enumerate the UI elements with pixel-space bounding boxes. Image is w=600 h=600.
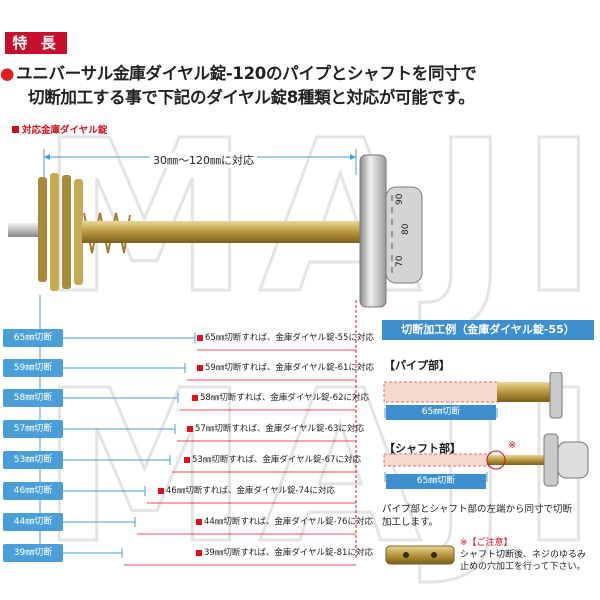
cut-note-53-text: 53㎜切断すれば、金庫ダイヤル錠-67に対応 xyxy=(192,455,361,465)
cut-label-44: 44㎜切断 xyxy=(3,513,63,531)
cut-label-53: 53㎜切断 xyxy=(3,451,63,469)
pipe xyxy=(82,221,367,243)
cut-note-65: 65㎜切断すれば、金庫ダイヤル錠-55に対応 xyxy=(197,331,374,343)
cut-note-58-text: 58㎜切断すれば、金庫ダイヤル錠-62に対応 xyxy=(200,393,369,403)
cut-note-44: 44㎜切断すれば、金庫ダイヤル錠-76に対応 xyxy=(196,515,373,527)
shaft-part-photo xyxy=(385,545,455,565)
dial-number-90: 90 xyxy=(395,193,405,205)
cut-label-59: 59㎜切断 xyxy=(3,359,63,377)
dial-number-70: 70 xyxy=(395,255,405,267)
note-square-icon xyxy=(192,394,198,401)
cut-note-57-text: 57㎜切断すれば、金庫ダイヤル錠-63に対応 xyxy=(195,424,364,434)
example-title: 切断加工例（金庫ダイヤル錠-55） xyxy=(382,320,594,340)
note-square-icon xyxy=(184,456,190,463)
headline-text-1: ユニバーサル金庫ダイヤル錠-120のパイプとシャフトを同寸で xyxy=(16,64,477,83)
note-square-icon xyxy=(197,334,203,341)
cut-note-44-text: 44㎜切断すれば、金庫ダイヤル錠-76に対応 xyxy=(204,517,373,527)
shaft-mm-box: 65㎜切断 xyxy=(386,474,486,489)
cut-row-lines xyxy=(63,333,356,566)
caution-line-2: 止めの穴加工を行って下さい。 xyxy=(460,562,586,572)
range-arrow-left-head xyxy=(44,154,50,160)
cut-note-39-text: 39㎜切断すれば、金庫ダイヤル錠-81に対応 xyxy=(204,548,373,558)
example-description-line-1: パイプ部とシャフト部の左端から同寸で切断 xyxy=(382,504,573,515)
note-square-icon xyxy=(158,487,164,494)
note-square-icon xyxy=(197,364,203,371)
cut-label-46: 46㎜切断 xyxy=(3,482,63,500)
cut-note-59-text: 59㎜切断すれば、金庫ダイヤル錠-61に対応 xyxy=(205,363,374,373)
cut-note-39: 39㎜切断すれば、金庫ダイヤル錠-81に対応 xyxy=(196,546,373,558)
headline-line-1: ●ユニバーサル金庫ダイヤル錠-120のパイプとシャフトを同寸で xyxy=(0,60,477,84)
note-square-icon xyxy=(187,425,193,432)
subtitle-text: 対応金庫ダイヤル錠 xyxy=(22,125,108,136)
dial-assembly: 90 80 70 xyxy=(359,154,423,308)
range-label: 30㎜〜120㎜に対応 xyxy=(150,152,257,168)
subtitle-square-icon xyxy=(12,126,19,133)
headline-line-2: 切断加工する事で下記のダイヤル錠8種類と対応が可能です。 xyxy=(28,88,475,107)
cut-note-53: 53㎜切断すれば、金庫ダイヤル錠-67に対応 xyxy=(184,453,361,465)
cut-label-57: 57㎜切断 xyxy=(3,420,63,438)
caution-title: ※【ご注意】 xyxy=(460,538,513,548)
cut-note-46: 46㎜切断すれば、金庫ダイヤル錠-74に対応 xyxy=(158,484,335,496)
cut-note-65-text: 65㎜切断すれば、金庫ダイヤル錠-55に対応 xyxy=(205,333,374,343)
caution-line-1: シャフト切断後、ネジのゆるみ xyxy=(460,550,587,560)
note-square-icon xyxy=(196,518,202,525)
cut-note-59: 59㎜切断すれば、金庫ダイヤル錠-61に対応 xyxy=(197,361,374,373)
shaft-tip xyxy=(8,223,38,237)
spring xyxy=(83,212,131,254)
pipe-example-diagram xyxy=(383,372,563,419)
cut-note-57: 57㎜切断すれば、金庫ダイヤル錠-63に対応 xyxy=(187,422,364,434)
cut-note-58: 58㎜切断すれば、金庫ダイヤル錠-62に対応 xyxy=(192,391,369,403)
example-description: パイプ部とシャフト部の左端から同寸で切断 加工します。 xyxy=(382,503,572,529)
compatible-locks-subtitle: 対応金庫ダイヤル錠 xyxy=(12,122,107,136)
feature-badge: 特 長 xyxy=(5,32,67,54)
cut-label-39: 39㎜切断 xyxy=(3,544,63,562)
dial-number-80: 80 xyxy=(401,223,411,235)
range-arrow-right-head xyxy=(350,154,356,160)
shaft-example-diagram xyxy=(383,433,589,487)
note-square-icon xyxy=(196,549,202,556)
pipe-part-label: 【パイプ部】 xyxy=(384,359,450,372)
caution-note: ※【ご注意】 シャフト切断後、ネジのゆるみ 止めの穴加工を行って下さい。 xyxy=(460,537,586,573)
example-description-line-2: 加工します。 xyxy=(382,517,439,528)
shaft-mark: ※ xyxy=(508,440,517,451)
wheel-pack xyxy=(38,173,83,291)
cut-note-46-text: 46㎜切断すれば、金庫ダイヤル錠-74に対応 xyxy=(166,486,335,496)
cut-label-58: 58㎜切断 xyxy=(3,389,63,407)
bullet-dot: ● xyxy=(0,64,15,83)
shaft-part-label: 【シャフト部】 xyxy=(384,442,461,455)
cut-label-65: 65㎜切断 xyxy=(3,329,63,347)
pipe-mm-box: 65㎜切断 xyxy=(386,405,496,420)
